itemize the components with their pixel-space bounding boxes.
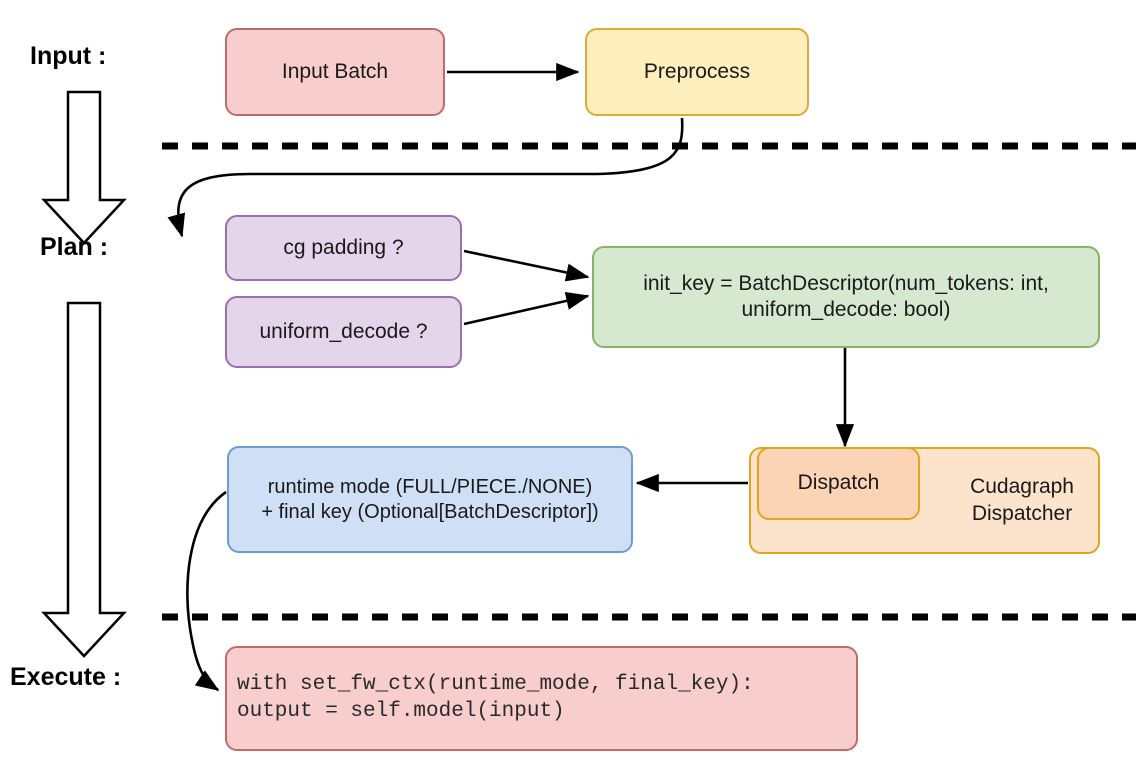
stage-label-input: Input : (30, 42, 107, 70)
node-runtime-mode[interactable]: runtime mode (FULL/PIECE./NONE) + final … (227, 446, 633, 553)
stage-label-plan: Plan : (40, 233, 109, 261)
arrow-cg-padding-to-init-key (463, 249, 590, 282)
arrow-runtime-mode-to-code (186, 490, 227, 692)
node-uniform-decode[interactable]: uniform_decode ? (225, 296, 462, 368)
node-dispatch-label: Dispatch (797, 471, 880, 495)
node-cudagraph-dispatcher-label: Cudagraph Dispatcher (970, 475, 1074, 525)
node-code-block[interactable]: with set_fw_ctx(runtime_mode, final_key)… (225, 646, 858, 751)
node-runtime-mode-label: runtime mode (FULL/PIECE./NONE) + final … (261, 475, 599, 523)
node-input-batch-label: Input Batch (281, 59, 389, 83)
node-init-key-label: init_key = BatchDescriptor(num_tokens: i… (643, 271, 1049, 321)
arrow-uniform-decode-to-init-key (463, 291, 590, 326)
node-preprocess-label: Preprocess (643, 59, 751, 83)
node-cg-padding[interactable]: cg padding ? (225, 215, 462, 281)
input-to-plan-arrow (41, 90, 127, 245)
node-init-key[interactable]: init_key = BatchDescriptor(num_tokens: i… (592, 246, 1100, 348)
node-preprocess[interactable]: Preprocess (585, 28, 809, 116)
stage-label-execute: Execute : (10, 663, 122, 691)
plan-to-execute-arrow (41, 301, 127, 658)
node-uniform-decode-label: uniform_decode ? (259, 319, 428, 343)
node-code-block-label: with set_fw_ctx(runtime_mode, final_key)… (237, 673, 754, 723)
node-input-batch[interactable]: Input Batch (225, 28, 445, 116)
node-cg-padding-label: cg padding ? (283, 235, 404, 259)
node-dispatch[interactable]: Dispatch (757, 447, 920, 520)
